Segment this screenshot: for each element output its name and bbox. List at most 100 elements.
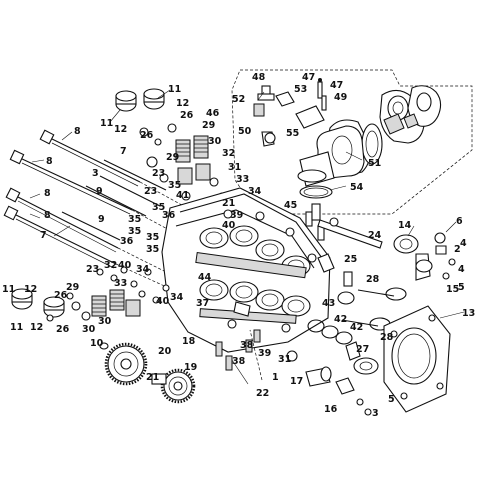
callout-label: 37 (196, 298, 209, 309)
callout-label: 11 (10, 322, 23, 333)
callout-label: 52 (232, 94, 245, 105)
callout-label: 12 (30, 322, 43, 333)
callout-label: 51 (368, 158, 381, 169)
callout-label: 40 (222, 220, 236, 231)
callout-label: 26 (56, 324, 70, 335)
callout-label: 47 (302, 72, 315, 83)
callout-label: 3 (372, 408, 379, 419)
callout-label: 38 (232, 356, 246, 367)
cylinder-head (161, 187, 331, 353)
callout-label: 1 (272, 372, 279, 383)
callout-label: 5 (388, 394, 395, 405)
callout-label: 9 (98, 214, 105, 225)
callout-label: 16 (324, 404, 338, 415)
callout-label: 6 (456, 216, 463, 227)
callout-label: 11 (168, 84, 181, 95)
callout-label: 26 (140, 130, 154, 141)
callout-label: 29 (202, 120, 215, 131)
callout-label: 42 (350, 322, 363, 333)
callout-label: 12 (176, 98, 189, 109)
callout-label: 33 (236, 174, 249, 185)
callout-label: 55 (286, 128, 299, 139)
callout-label: 28 (366, 274, 380, 285)
callout-label: 44 (198, 272, 212, 283)
callout-label: 17 (290, 376, 303, 387)
callout-label: 35 (152, 202, 165, 213)
callout-label: 33 (114, 278, 127, 289)
callout-label: 26 (180, 110, 194, 121)
callout-label: 4 (460, 238, 467, 249)
callout-label: 30 (208, 136, 222, 147)
callout-label: 9 (96, 186, 103, 197)
callout-label: 8 (46, 156, 53, 167)
callout-label: 25 (344, 254, 357, 265)
callout-label: 23 (152, 168, 165, 179)
callout-label: 28 (380, 332, 394, 343)
callout-label: 7 (40, 230, 47, 241)
callout-label: 35 (168, 180, 181, 191)
callout-label: 10 (90, 338, 104, 349)
callout-label: 2 (454, 244, 461, 255)
callout-label: 36 (162, 210, 176, 221)
callout-label: 20 (158, 346, 172, 357)
callout-label: 24 (368, 230, 382, 241)
callout-label: 50 (238, 126, 252, 137)
callout-label: 32 (222, 148, 235, 159)
callout-label: 11 (2, 284, 15, 295)
callout-label: 14 (398, 220, 412, 231)
lower-valve-train (11, 266, 170, 322)
callout-label: 47 (330, 80, 343, 91)
right-components (286, 203, 456, 416)
callout-label: 19 (184, 362, 197, 373)
callout-label: 34 (170, 292, 184, 303)
callout-label: 8 (44, 210, 51, 221)
callout-label: 29 (66, 282, 79, 293)
callout-label: 8 (44, 188, 51, 199)
callout-label: 43 (322, 298, 335, 309)
callout-label: 3 (92, 168, 99, 179)
callout-label: 11 (100, 118, 113, 129)
callout-label: 46 (206, 108, 220, 119)
leader-lines (29, 89, 465, 385)
callout-label: 39 (258, 348, 271, 359)
callout-label: 48 (252, 72, 266, 83)
callout-label: 21 (222, 198, 235, 209)
callout-label: 40 (156, 296, 170, 307)
callout-label: 22 (256, 388, 269, 399)
callout-label: 5 (458, 282, 465, 293)
callout-label: 30 (82, 324, 96, 335)
callout-label: 31 (228, 162, 241, 173)
callout-label: 32 (104, 260, 117, 271)
callout-label: 35 (128, 214, 141, 225)
callout-label: 34 (248, 186, 262, 197)
callout-label: 13 (462, 308, 475, 319)
callout-label: 39 (230, 210, 243, 221)
callout-label: 41 (176, 190, 189, 201)
lower-pins (215, 329, 263, 381)
callout-label: 34 (136, 264, 150, 275)
callout-label: 35 (128, 226, 141, 237)
callout-label: 54 (350, 182, 364, 193)
callout-label: 35 (146, 244, 159, 255)
callout-label: 42 (334, 314, 347, 325)
callout-label: 7 (120, 146, 127, 157)
callout-label: 31 (278, 354, 291, 365)
callout-label: 15 (446, 284, 459, 295)
callout-label: 30 (98, 316, 112, 327)
callout-label: 4 (458, 264, 465, 275)
callout-label: 53 (294, 84, 307, 95)
callout-label: 21 (146, 372, 159, 383)
callout-label: 29 (166, 152, 179, 163)
callout-label: 35 (146, 232, 159, 243)
callout-label: 8 (74, 126, 81, 137)
callout-label: 27 (356, 344, 369, 355)
callout-labels: 11 12 26 29 11 12 26 29 8 8 7 3 8 9 9 8 … (2, 72, 475, 419)
throttle-body-inset (231, 69, 473, 215)
callout-label: 12 (114, 124, 127, 135)
callout-label: 36 (120, 236, 134, 247)
callout-label: 45 (284, 200, 297, 211)
callout-label: 38 (240, 340, 254, 351)
callout-label: 23 (86, 264, 99, 275)
